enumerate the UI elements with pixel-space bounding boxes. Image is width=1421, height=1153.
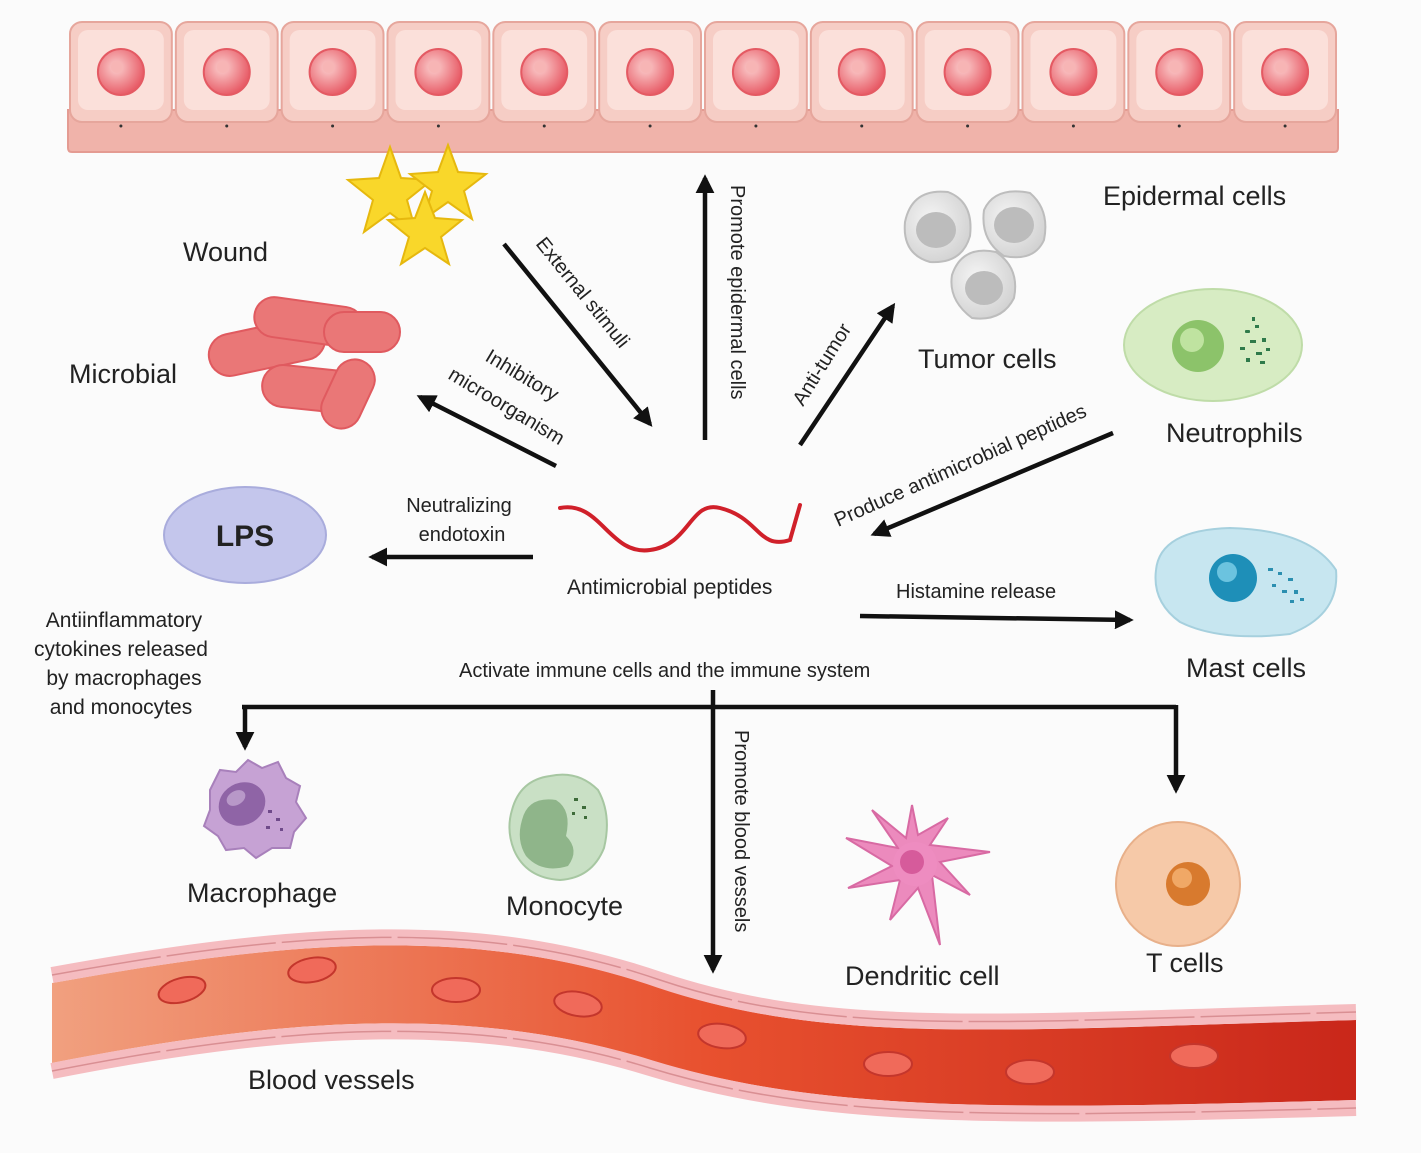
microbial-rods: [207, 296, 401, 430]
mast-cell: [1154, 526, 1338, 638]
arrows: [235, 174, 1186, 974]
epidermal-cell: [1233, 21, 1337, 128]
neutrophil-cell: [1123, 288, 1303, 402]
produce-amp-label: Produce antimicrobial peptides: [831, 400, 1090, 531]
dendritic-cell: [845, 804, 991, 946]
t-cell: [1115, 821, 1241, 947]
anti-inflam-line4: and monocytes: [50, 696, 192, 719]
epidermis-layer: [67, 21, 1339, 153]
amp-wave: [558, 503, 802, 553]
anti-inflam-line2: cytokines released: [34, 638, 208, 661]
t-cells-label: T cells: [1146, 948, 1224, 978]
epidermal-cells-label: Epidermal cells: [1103, 181, 1286, 211]
macrophage-label: Macrophage: [187, 878, 337, 908]
dendritic-cell-label: Dendritic cell: [845, 961, 1000, 991]
epidermal-cell: [809, 21, 914, 128]
amp-label: Antimicrobial peptides: [567, 576, 772, 599]
epidermal-cell: [915, 21, 1020, 128]
tumor-cells-label: Tumor cells: [918, 344, 1057, 374]
histamine-label: Histamine release: [896, 581, 1056, 603]
activate-immune-label: Activate immune cells and the immune sys…: [459, 660, 870, 682]
epidermal-cell: [598, 21, 703, 128]
epidermal-cell: [492, 21, 597, 128]
epidermal-cell: [280, 21, 385, 128]
blood-vessels-label: Blood vessels: [248, 1065, 415, 1095]
monocyte-label: Monocyte: [506, 891, 623, 921]
lps-label: LPS: [216, 520, 274, 553]
monocyte-cell: [508, 773, 608, 882]
promote-epidermal-label: Promote epidermal cells: [726, 185, 748, 400]
anti-tumor-label: Anti-tumor: [789, 319, 857, 409]
neutralizing-label: Neutralizing: [406, 495, 512, 517]
tumor-cells: [903, 190, 1047, 320]
lps-blob: [163, 486, 327, 584]
wound-label: Wound: [183, 237, 268, 267]
macrophage-cell: [202, 758, 308, 860]
promote-blood-label: Promote blood vessels: [730, 730, 752, 932]
mast-cells-label: Mast cells: [1186, 653, 1306, 683]
wound-stars: [345, 142, 489, 267]
microbial-label: Microbial: [69, 359, 177, 389]
epidermal-cell: [1021, 21, 1126, 128]
epidermal-cell: [174, 21, 279, 128]
epidermal-cell: [1127, 21, 1232, 128]
neutrophils-label: Neutrophils: [1166, 418, 1303, 448]
epidermal-cell: [704, 21, 808, 128]
endotoxin-label: endotoxin: [419, 524, 506, 546]
blood-vessel: [50, 929, 1357, 1122]
epidermal-cell: [386, 21, 491, 128]
epidermal-cell: [69, 21, 173, 128]
anti-inflam-line1: Antiinflammatory: [46, 609, 203, 632]
anti-inflam-line3: by macrophages: [46, 667, 201, 690]
